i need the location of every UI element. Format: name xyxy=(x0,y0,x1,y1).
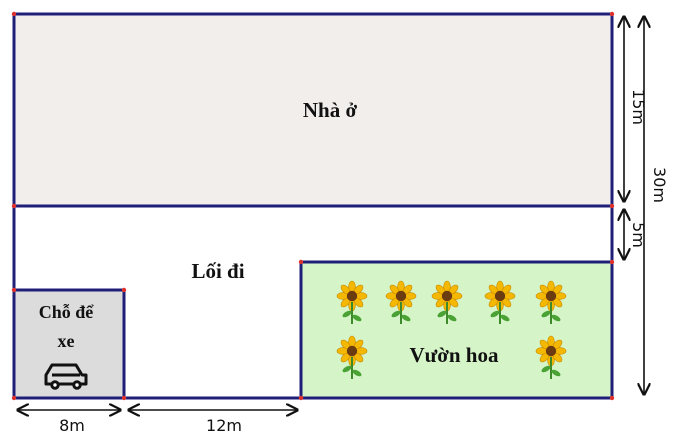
parking-region xyxy=(12,288,126,400)
dimension-label-8m: 8m xyxy=(59,416,85,432)
dimension-total-height: 30m xyxy=(644,17,669,394)
dimension-label-15m: 15m xyxy=(629,89,648,125)
dimension-label-5m: 5m xyxy=(629,222,648,248)
dimension-parking-width: 8m xyxy=(18,410,120,432)
dimension-label-12m: 12m xyxy=(206,416,242,432)
walkway-label: Lối đi xyxy=(191,259,244,283)
house-label: Nhà ở xyxy=(303,98,358,122)
car-icon xyxy=(44,363,88,390)
house-region xyxy=(12,12,614,208)
dimension-label-30m: 30m xyxy=(650,167,669,203)
parking-label-line1: Chỗ để xyxy=(39,302,95,322)
corner-markers xyxy=(11,11,615,401)
garden-label: Vườn hoa xyxy=(409,343,499,367)
parking-label-line2: xe xyxy=(58,331,75,351)
garden-region xyxy=(299,260,614,400)
dimension-gap-width: 12m xyxy=(129,410,297,432)
